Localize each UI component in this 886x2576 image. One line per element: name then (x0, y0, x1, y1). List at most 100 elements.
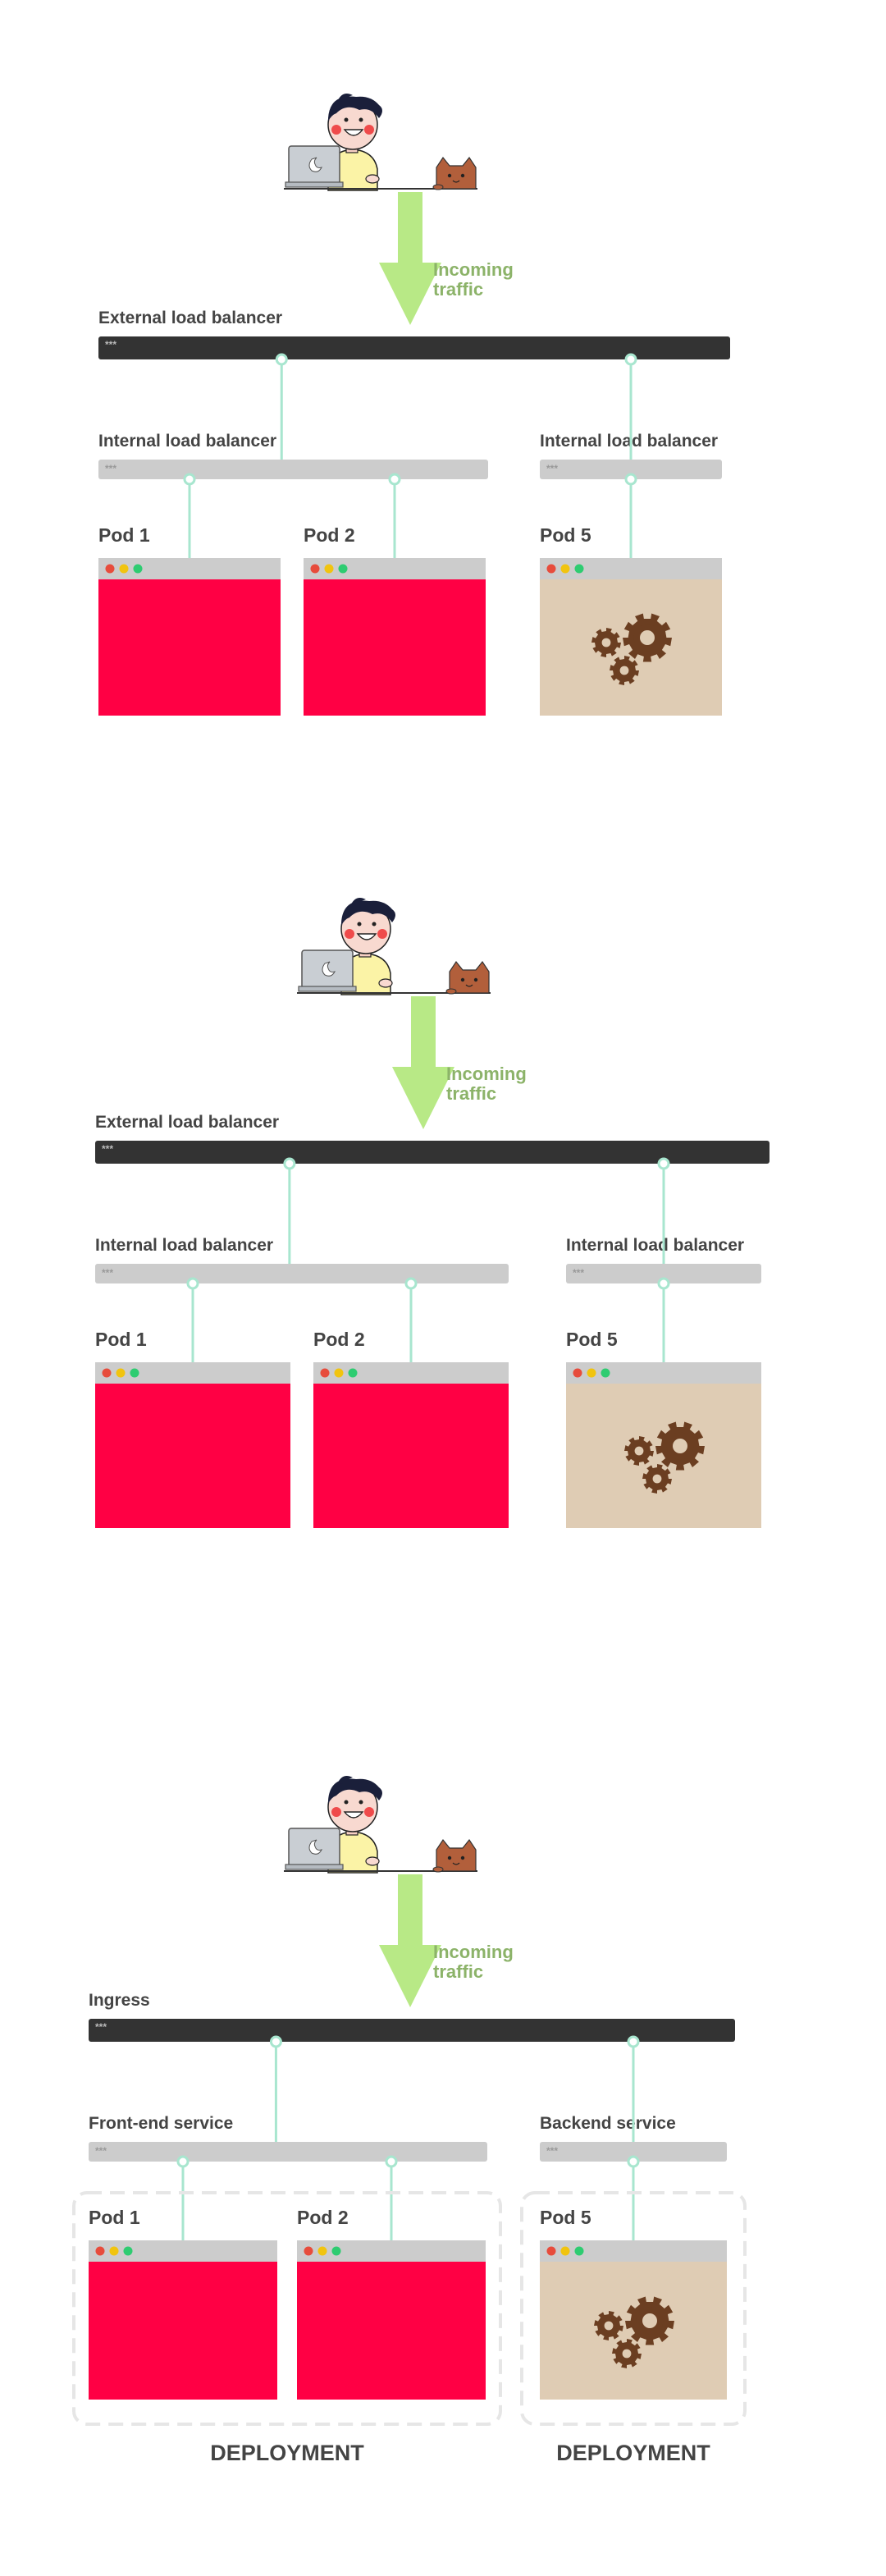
pod-body (89, 2262, 277, 2400)
right-service-label: Backend service (540, 2114, 676, 2133)
pod-label: Pod 2 (297, 2207, 349, 2228)
right-service-bar (540, 2142, 727, 2162)
pod-body (95, 1384, 290, 1528)
gear-large-icon (655, 1421, 705, 1471)
cat-icon (432, 1838, 477, 1873)
left-service-label: Internal load balancer (95, 1236, 273, 1255)
connector-ext-right (624, 353, 637, 460)
window-controls-icon (573, 1368, 610, 1378)
gears-icon (624, 1421, 705, 1494)
pod-3: Pod 5 (566, 1329, 761, 1528)
window-controls-icon (320, 1368, 358, 1378)
pod-titlebar (89, 2240, 277, 2262)
traffic-label-line-2: traffic (433, 279, 483, 300)
pod-titlebar (313, 1362, 509, 1384)
traffic-label-line-1: Incoming (433, 1942, 514, 1962)
connector-service-pod-3 (624, 473, 637, 558)
laptop-icon (298, 949, 357, 992)
right-service-dots: *** (573, 1267, 584, 1279)
external-lb-dots: *** (95, 2021, 107, 2033)
window-controls-icon (105, 564, 143, 574)
gear-bottom-icon (610, 656, 639, 685)
pod-label: Pod 1 (89, 2207, 140, 2228)
connector-service-pod-1 (176, 2155, 190, 2240)
right-service-bar (540, 460, 722, 479)
gear-bottom-icon (612, 2339, 642, 2368)
pod-3: Pod 5 (540, 2207, 727, 2400)
arrow-down-icon (379, 1874, 441, 2007)
external-lb-label: External load balancer (95, 1113, 279, 1132)
right-service-bar (566, 1264, 761, 1283)
pod-2: Pod 2 (313, 1329, 509, 1528)
pod-body (540, 579, 722, 716)
pod-1: Pod 1 (89, 2207, 277, 2400)
pod-label: Pod 5 (540, 524, 591, 546)
external-lb-label: Ingress (89, 1991, 150, 2010)
laptop-icon (285, 145, 344, 188)
window-controls-icon (102, 1368, 139, 1378)
traffic-label-line-1: Incoming (446, 1064, 527, 1084)
left-service-label: Front-end service (89, 2114, 233, 2133)
pod-titlebar (566, 1362, 761, 1384)
deployment-label-2: DEPLOYMENT (556, 2441, 710, 2465)
left-service-dots: *** (102, 1267, 113, 1279)
pod-label: Pod 2 (304, 524, 355, 546)
right-service-label: Internal load balancer (566, 1236, 744, 1255)
right-service-dots: *** (546, 2145, 558, 2157)
connector-ext-left (275, 353, 288, 460)
right-service-dots: *** (546, 463, 558, 474)
pod-label: Pod 1 (95, 1329, 147, 1350)
connector-ext-right (627, 2035, 640, 2142)
pod-3: Pod 5 (540, 524, 722, 716)
arrow-down-icon (379, 192, 441, 325)
external-lb-dots: *** (102, 1143, 113, 1155)
pod-body (297, 2262, 486, 2400)
laptop-icon (285, 1828, 344, 1870)
external-lb-bar (95, 1141, 770, 1164)
left-service-label: Internal load balancer (98, 432, 276, 451)
connector-ext-right (657, 1157, 670, 1264)
pod-body (98, 579, 281, 716)
connector-service-pod-3 (657, 1277, 670, 1362)
window-controls-icon (310, 564, 348, 574)
connector-service-pod-1 (186, 1277, 199, 1362)
pod-titlebar (297, 2240, 486, 2262)
connector-ext-left (283, 1157, 296, 1264)
traffic-label-line-1: Incoming (433, 259, 514, 280)
window-controls-icon (546, 564, 584, 574)
pod-body (304, 579, 486, 716)
connector-ext-left (269, 2035, 282, 2142)
pod-body (566, 1384, 761, 1528)
developer-with-laptop-icon (284, 1776, 477, 1874)
pod-label: Pod 5 (540, 2207, 591, 2228)
pod-titlebar (98, 558, 281, 579)
external-lb-label: External load balancer (98, 309, 282, 327)
pod-body (540, 2262, 727, 2400)
connector-service-pod-3 (627, 2155, 640, 2240)
pod-body (313, 1384, 509, 1528)
pod-label: Pod 2 (313, 1329, 365, 1350)
external-lb-bar (98, 336, 730, 359)
gear-small-icon (594, 2311, 623, 2340)
pod-1: Pod 1 (98, 524, 281, 716)
cat-icon (432, 156, 477, 190)
arrow-down-icon (392, 996, 454, 1129)
right-service-label: Internal load balancer (540, 432, 718, 451)
traffic-label-line-2: traffic (446, 1083, 496, 1104)
deployment-backend-box (520, 2191, 747, 2426)
pod-titlebar (304, 558, 486, 579)
gear-large-icon (623, 613, 672, 662)
gear-small-icon (591, 628, 621, 657)
developer-with-laptop-icon (284, 94, 477, 191)
gears-icon (591, 613, 672, 685)
gear-large-icon (625, 2296, 674, 2345)
external-lb-bar (89, 2019, 735, 2042)
left-service-bar (89, 2142, 487, 2162)
left-service-bar (98, 460, 488, 479)
pod-1: Pod 1 (95, 1329, 290, 1528)
pod-titlebar (540, 558, 722, 579)
